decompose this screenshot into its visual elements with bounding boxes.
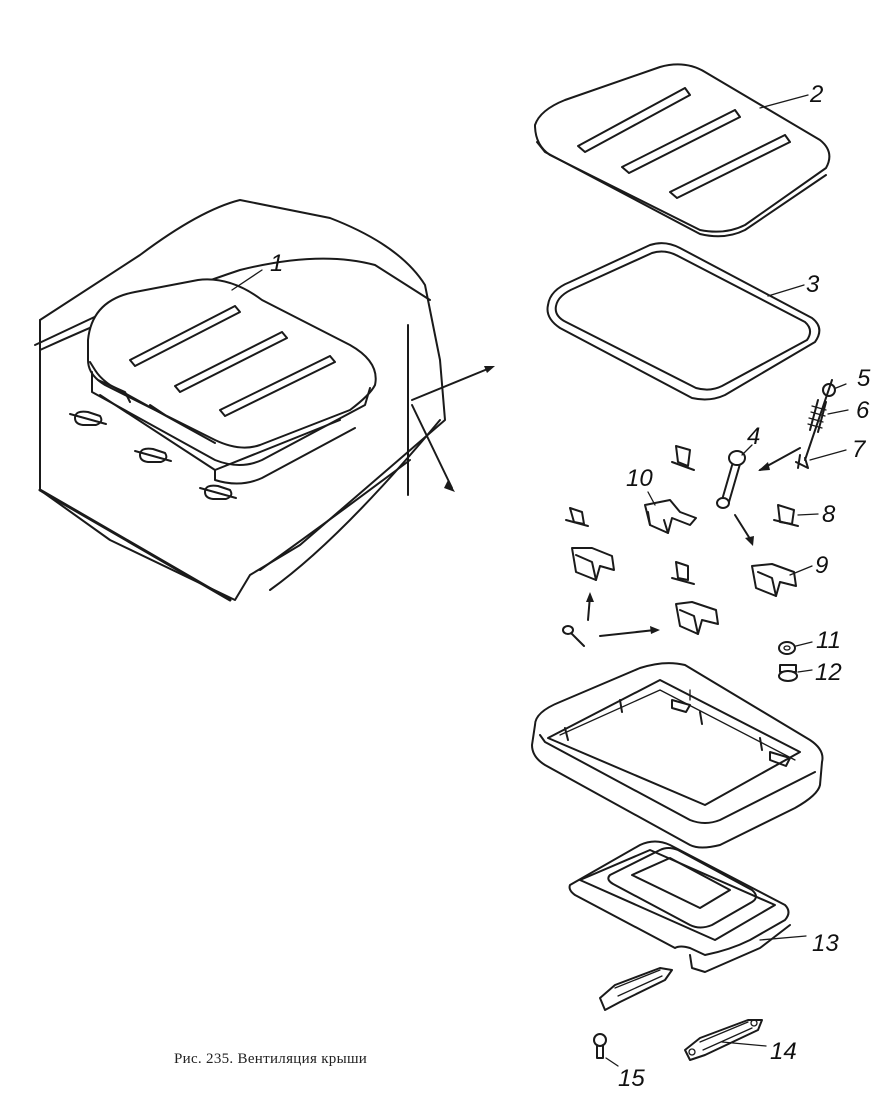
- figure-caption: Рис. 235. Вентиляция крыши: [174, 1051, 368, 1067]
- callout-11: 11: [816, 627, 841, 654]
- callout-10: 10: [626, 465, 653, 492]
- callout-1: 1: [270, 250, 283, 277]
- brackets-group: [562, 445, 819, 647]
- assembled-roof-view: [34, 199, 495, 602]
- callout-9: 9: [815, 552, 828, 579]
- callout-4: 4: [747, 423, 760, 450]
- callout-8: 8: [822, 501, 836, 528]
- callout-6: 6: [856, 397, 870, 424]
- part-3-seal: [546, 242, 821, 401]
- base-frame: [531, 662, 824, 849]
- callout-12: 12: [815, 659, 842, 686]
- callout-2: 2: [809, 81, 823, 108]
- callout-5: 5: [857, 365, 871, 392]
- part-4-bolt: [716, 444, 801, 546]
- part-15-screw: [593, 1033, 619, 1067]
- part-13-inner-panel: [568, 840, 807, 973]
- part-2-lid: [534, 63, 831, 238]
- callout-3: 3: [806, 271, 820, 298]
- part-12-screw: [778, 664, 813, 682]
- part-14-handles: [599, 967, 767, 1061]
- part-5-6-7-fasteners: [795, 379, 849, 469]
- callout-13: 13: [812, 930, 839, 957]
- callout-7: 7: [852, 436, 867, 463]
- part-11-nut: [778, 641, 813, 655]
- callout-15: 15: [618, 1065, 645, 1092]
- callout-labels: 1 2 3 4 5 6 7 8 9 10 11 12 13 14 15: [270, 81, 871, 1092]
- callout-14: 14: [770, 1038, 797, 1065]
